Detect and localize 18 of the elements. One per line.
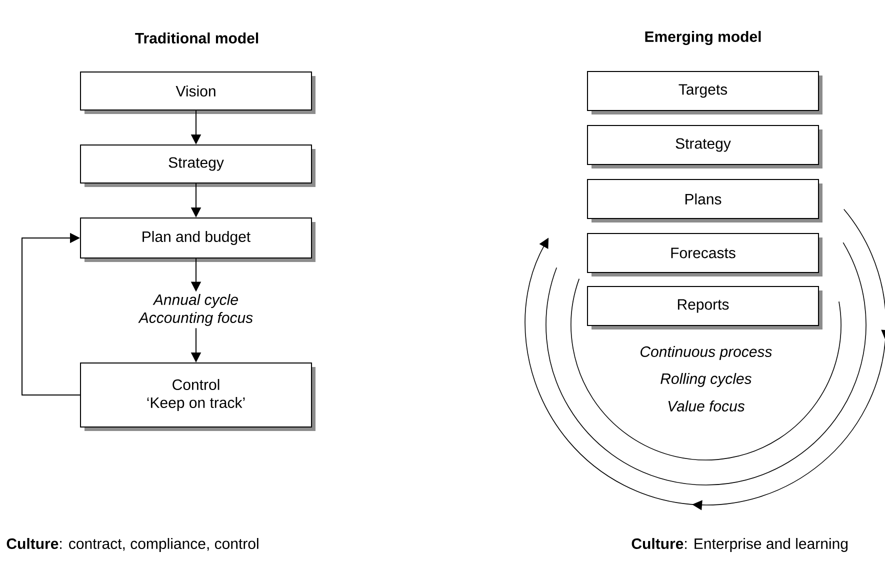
arrow [22, 232, 80, 396]
panel-heading: Traditional model [135, 32, 258, 44]
process-box: Control ‘Keep on track’ [80, 362, 316, 431]
panel-heading: Emerging model [645, 30, 761, 46]
process-box: Strategy [587, 125, 822, 168]
note-text: Continuous process [640, 346, 772, 360]
process-box: Vision [80, 72, 316, 114]
process-box: Forecasts [587, 233, 822, 276]
footer-text: Culture: Enterprise and learning [632, 538, 848, 552]
process-box: Targets [587, 71, 822, 114]
process-box: Plans [587, 178, 822, 222]
note-text: Value focus [668, 400, 745, 412]
process-box: Reports [587, 286, 822, 330]
process-box: Strategy [80, 144, 316, 187]
process-box: Plan and budget [80, 218, 316, 262]
footer-text: Culture: contract, compliance, control [6, 538, 258, 552]
note-text: Annual cycle Accounting focus [138, 294, 253, 326]
note-text: Rolling cycles [660, 373, 752, 387]
